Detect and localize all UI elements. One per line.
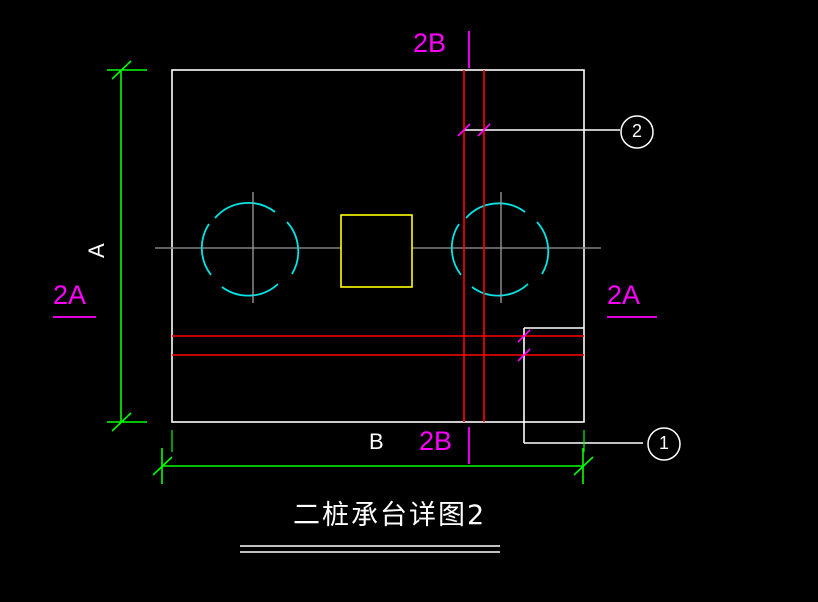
dimension-line-horizontal[interactable] <box>152 448 594 484</box>
callout-1-leader[interactable] <box>647 427 681 461</box>
dimension-extension-lines <box>171 430 585 452</box>
pile-right-circle[interactable] <box>450 202 550 297</box>
grip-markers[interactable] <box>457 123 531 362</box>
pile-left-circle[interactable] <box>200 202 300 297</box>
title-underline <box>240 545 500 553</box>
callout-2-leader[interactable] <box>464 115 654 149</box>
pile-cap-outline[interactable] <box>171 69 585 423</box>
rebar-vertical-lines[interactable] <box>463 70 485 422</box>
rebar-horizontal-lines[interactable] <box>172 335 584 356</box>
dimension-line-vertical[interactable] <box>107 60 147 432</box>
column-square[interactable] <box>340 214 413 288</box>
